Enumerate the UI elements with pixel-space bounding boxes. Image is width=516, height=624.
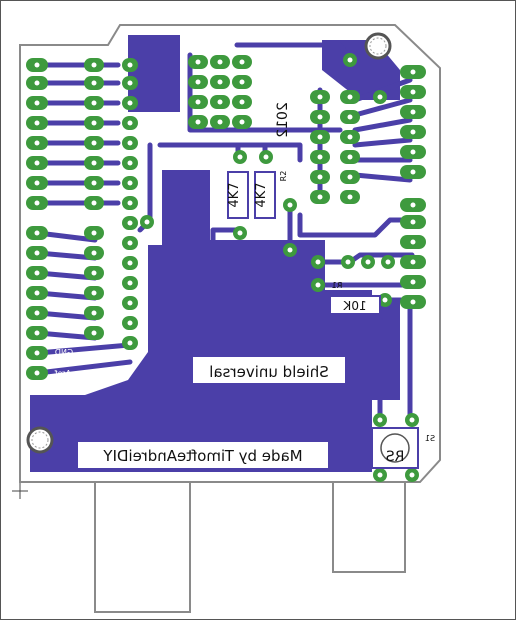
resistor-b-label: 4K7	[254, 182, 269, 207]
board-title-label: Shield universal	[209, 363, 329, 381]
ic-socket-pads	[188, 55, 360, 204]
resistor-c-label: 10K	[342, 299, 366, 313]
credit-label-panel	[78, 442, 328, 468]
pin-vin-label: Vin	[384, 200, 397, 209]
reset-switch	[371, 427, 419, 469]
vias	[140, 53, 419, 482]
ground-plane-pour	[30, 170, 400, 472]
header-left-pads	[26, 58, 138, 380]
pin-gnd-left-label: GND	[55, 348, 73, 357]
ref-r2-label: R2	[279, 171, 288, 182]
pin-gnd-label: GND	[379, 236, 397, 245]
mounting-hole-top	[364, 32, 392, 60]
board-credit-label: Made by TimofteAndreiDIY	[103, 447, 303, 465]
title-label-panel	[193, 357, 345, 383]
ref-r1-label: R1	[332, 281, 343, 290]
header-right-pads	[400, 65, 426, 309]
switch-label: RS	[386, 449, 405, 465]
ref-s1-label: S1	[425, 434, 435, 443]
resistor-a-body	[227, 171, 249, 219]
via-holes	[144, 57, 415, 478]
connector-power-outline	[332, 481, 406, 573]
connector-usb-outline	[94, 481, 191, 613]
resistor-c-body	[329, 295, 381, 315]
pin-aref-label: Aref	[55, 369, 72, 378]
origin-marker	[12, 483, 28, 499]
resistor-a-label: 4K7	[227, 182, 242, 207]
mounting-hole-bottom	[26, 426, 54, 454]
copper-pour-top	[128, 35, 180, 112]
ic-label: 2012	[275, 102, 291, 138]
resistor-b-body	[254, 171, 276, 219]
